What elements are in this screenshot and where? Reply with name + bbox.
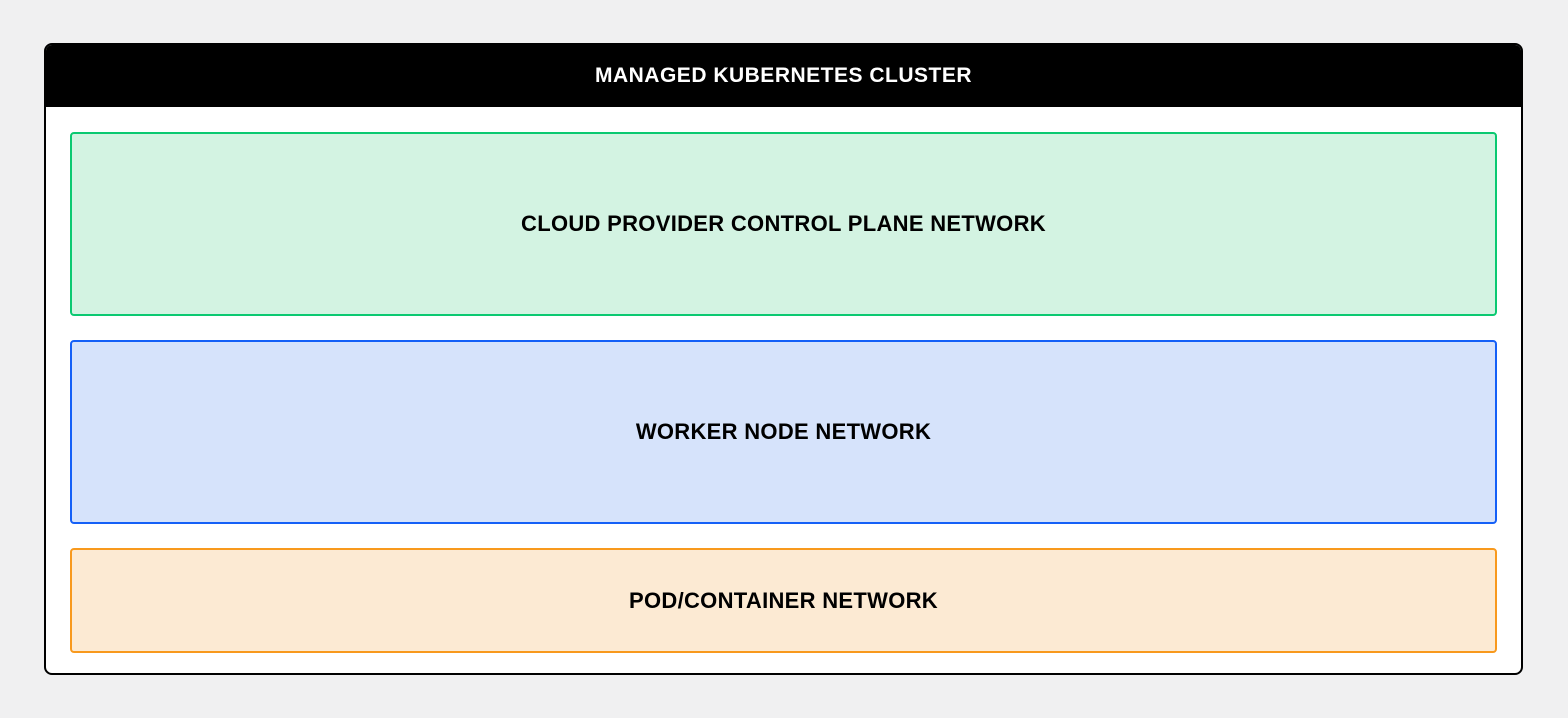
- cluster-title: MANAGED KUBERNETES CLUSTER: [594, 64, 972, 87]
- layer-label-pod-container-network: POD/CONTAINER NETWORK: [629, 587, 938, 613]
- cluster-body: CLOUD PROVIDER CONTROL PLANE NETWORK WOR…: [46, 107, 1521, 673]
- managed-kubernetes-cluster-card: MANAGED KUBERNETES CLUSTER CLOUD PROVIDE…: [44, 43, 1523, 675]
- cluster-header-bar: MANAGED KUBERNETES CLUSTER: [46, 45, 1521, 107]
- layer-box-control-plane-network: CLOUD PROVIDER CONTROL PLANE NETWORK: [70, 132, 1497, 316]
- layer-label-worker-node-network: WORKER NODE NETWORK: [635, 419, 932, 444]
- layer-box-worker-node-network: WORKER NODE NETWORK: [70, 340, 1497, 524]
- layer-box-pod-container-network: POD/CONTAINER NETWORK: [70, 548, 1497, 653]
- layer-label-control-plane-network: CLOUD PROVIDER CONTROL PLANE NETWORK: [521, 211, 1046, 236]
